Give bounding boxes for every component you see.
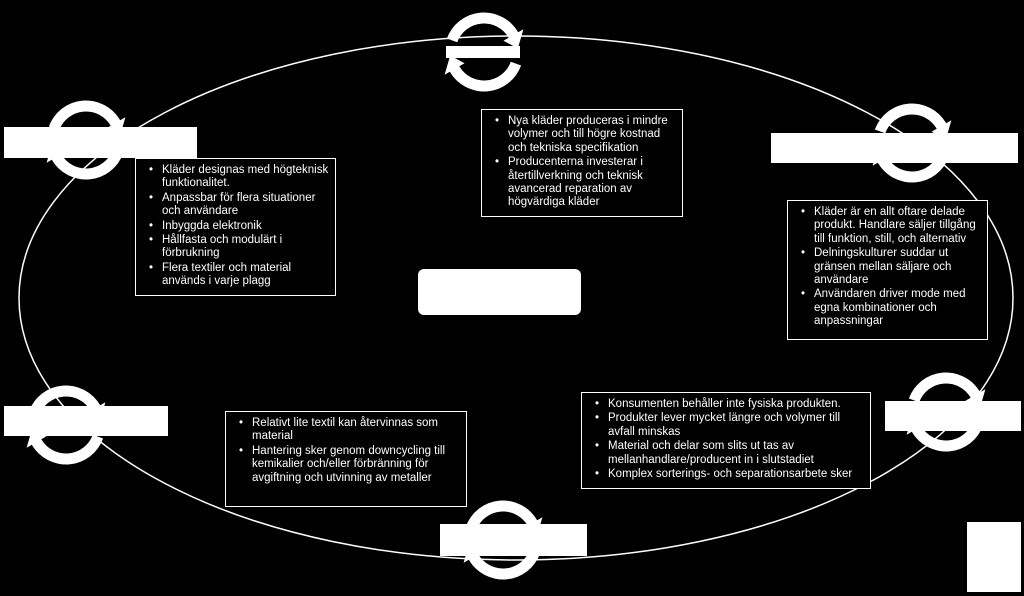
text-box-bottom-left: Relativt lite textil kan återvinnas som … bbox=[225, 411, 467, 507]
text-box-left: Kläder designas med högteknisk funktiona… bbox=[135, 158, 336, 296]
cycle-arrows-icon bbox=[444, 12, 524, 92]
cycle-arrows-icon bbox=[872, 103, 952, 183]
list-item: Anpassbar för flera situationer och anvä… bbox=[149, 192, 331, 219]
list-item: Kläder är en allt oftare delade produkt.… bbox=[801, 206, 983, 246]
cycle-arrow bbox=[46, 143, 124, 180]
cycle-arrow bbox=[463, 543, 541, 580]
label-bar-lower-right bbox=[885, 401, 1021, 431]
label-bar-corner bbox=[967, 522, 1021, 592]
text-box-right: Kläder är en allt oftare delade produkt.… bbox=[787, 200, 988, 340]
label-bar-right bbox=[771, 133, 1018, 163]
list: Kläder är en allt oftare delade produkt.… bbox=[792, 206, 983, 329]
list-item: Komplex sorterings- och separationsarbet… bbox=[595, 468, 866, 482]
list-item: Användaren driver mode med egna kombinat… bbox=[801, 288, 983, 328]
text-box-top: Nya kläder produceras i mindre volymer o… bbox=[481, 109, 683, 217]
list: Konsumenten behåller inte fysiska produk… bbox=[586, 398, 866, 482]
list-item: Hållfasta och modulärt i förbrukning bbox=[149, 234, 331, 261]
cycle-arrow bbox=[906, 415, 984, 452]
list-item: Relativt lite textil kan återvinnas som … bbox=[239, 417, 462, 444]
label-bar-center bbox=[418, 269, 581, 315]
label-bar-left bbox=[4, 127, 197, 158]
cycle-arrow bbox=[26, 428, 104, 465]
list-item: Material och delar som slits ut tas av m… bbox=[595, 440, 866, 467]
label-bar-top bbox=[446, 46, 520, 58]
cycle-arrow bbox=[874, 103, 952, 140]
list-item: Produkter lever mycket längre och volyme… bbox=[595, 412, 866, 439]
list: Relativt lite textil kan återvinnas som … bbox=[230, 417, 462, 485]
list-item: Hantering sker genom downcycling till ke… bbox=[239, 445, 462, 485]
list-item: Kläder designas med högteknisk funktiona… bbox=[149, 164, 331, 191]
label-bar-lower-left bbox=[4, 406, 168, 436]
list-item: Producenterna investerar i återtillverkn… bbox=[495, 156, 678, 210]
cycle-arrows-icon bbox=[463, 500, 543, 580]
cycle-arrow bbox=[48, 100, 126, 137]
cycle-arrow bbox=[465, 500, 543, 537]
list-item: Delningskulturer suddar ut gränsen mella… bbox=[801, 247, 983, 287]
text-box-bottom-right: Konsumenten behåller inte fysiska produk… bbox=[581, 392, 871, 489]
cycle-arrow bbox=[28, 385, 106, 422]
cycle-arrow bbox=[908, 372, 986, 409]
list-item: Nya kläder produceras i mindre volymer o… bbox=[495, 115, 678, 155]
list-item: Inbyggda elektronik bbox=[149, 220, 331, 234]
cycle-arrow bbox=[872, 146, 950, 183]
list-item: Konsumenten behåller inte fysiska produk… bbox=[595, 398, 866, 412]
list: Nya kläder produceras i mindre volymer o… bbox=[486, 115, 678, 210]
label-bar-bottom bbox=[440, 524, 587, 556]
cycle-arrows-icon bbox=[26, 385, 106, 465]
cycle-arrow bbox=[444, 55, 522, 92]
list: Kläder designas med högteknisk funktiona… bbox=[140, 164, 331, 289]
list-item: Flera textiler och material används i va… bbox=[149, 262, 331, 289]
cycle-arrow bbox=[446, 12, 524, 49]
cycle-arrows-icon bbox=[906, 372, 986, 452]
cycle-arrows-icon bbox=[46, 100, 126, 180]
